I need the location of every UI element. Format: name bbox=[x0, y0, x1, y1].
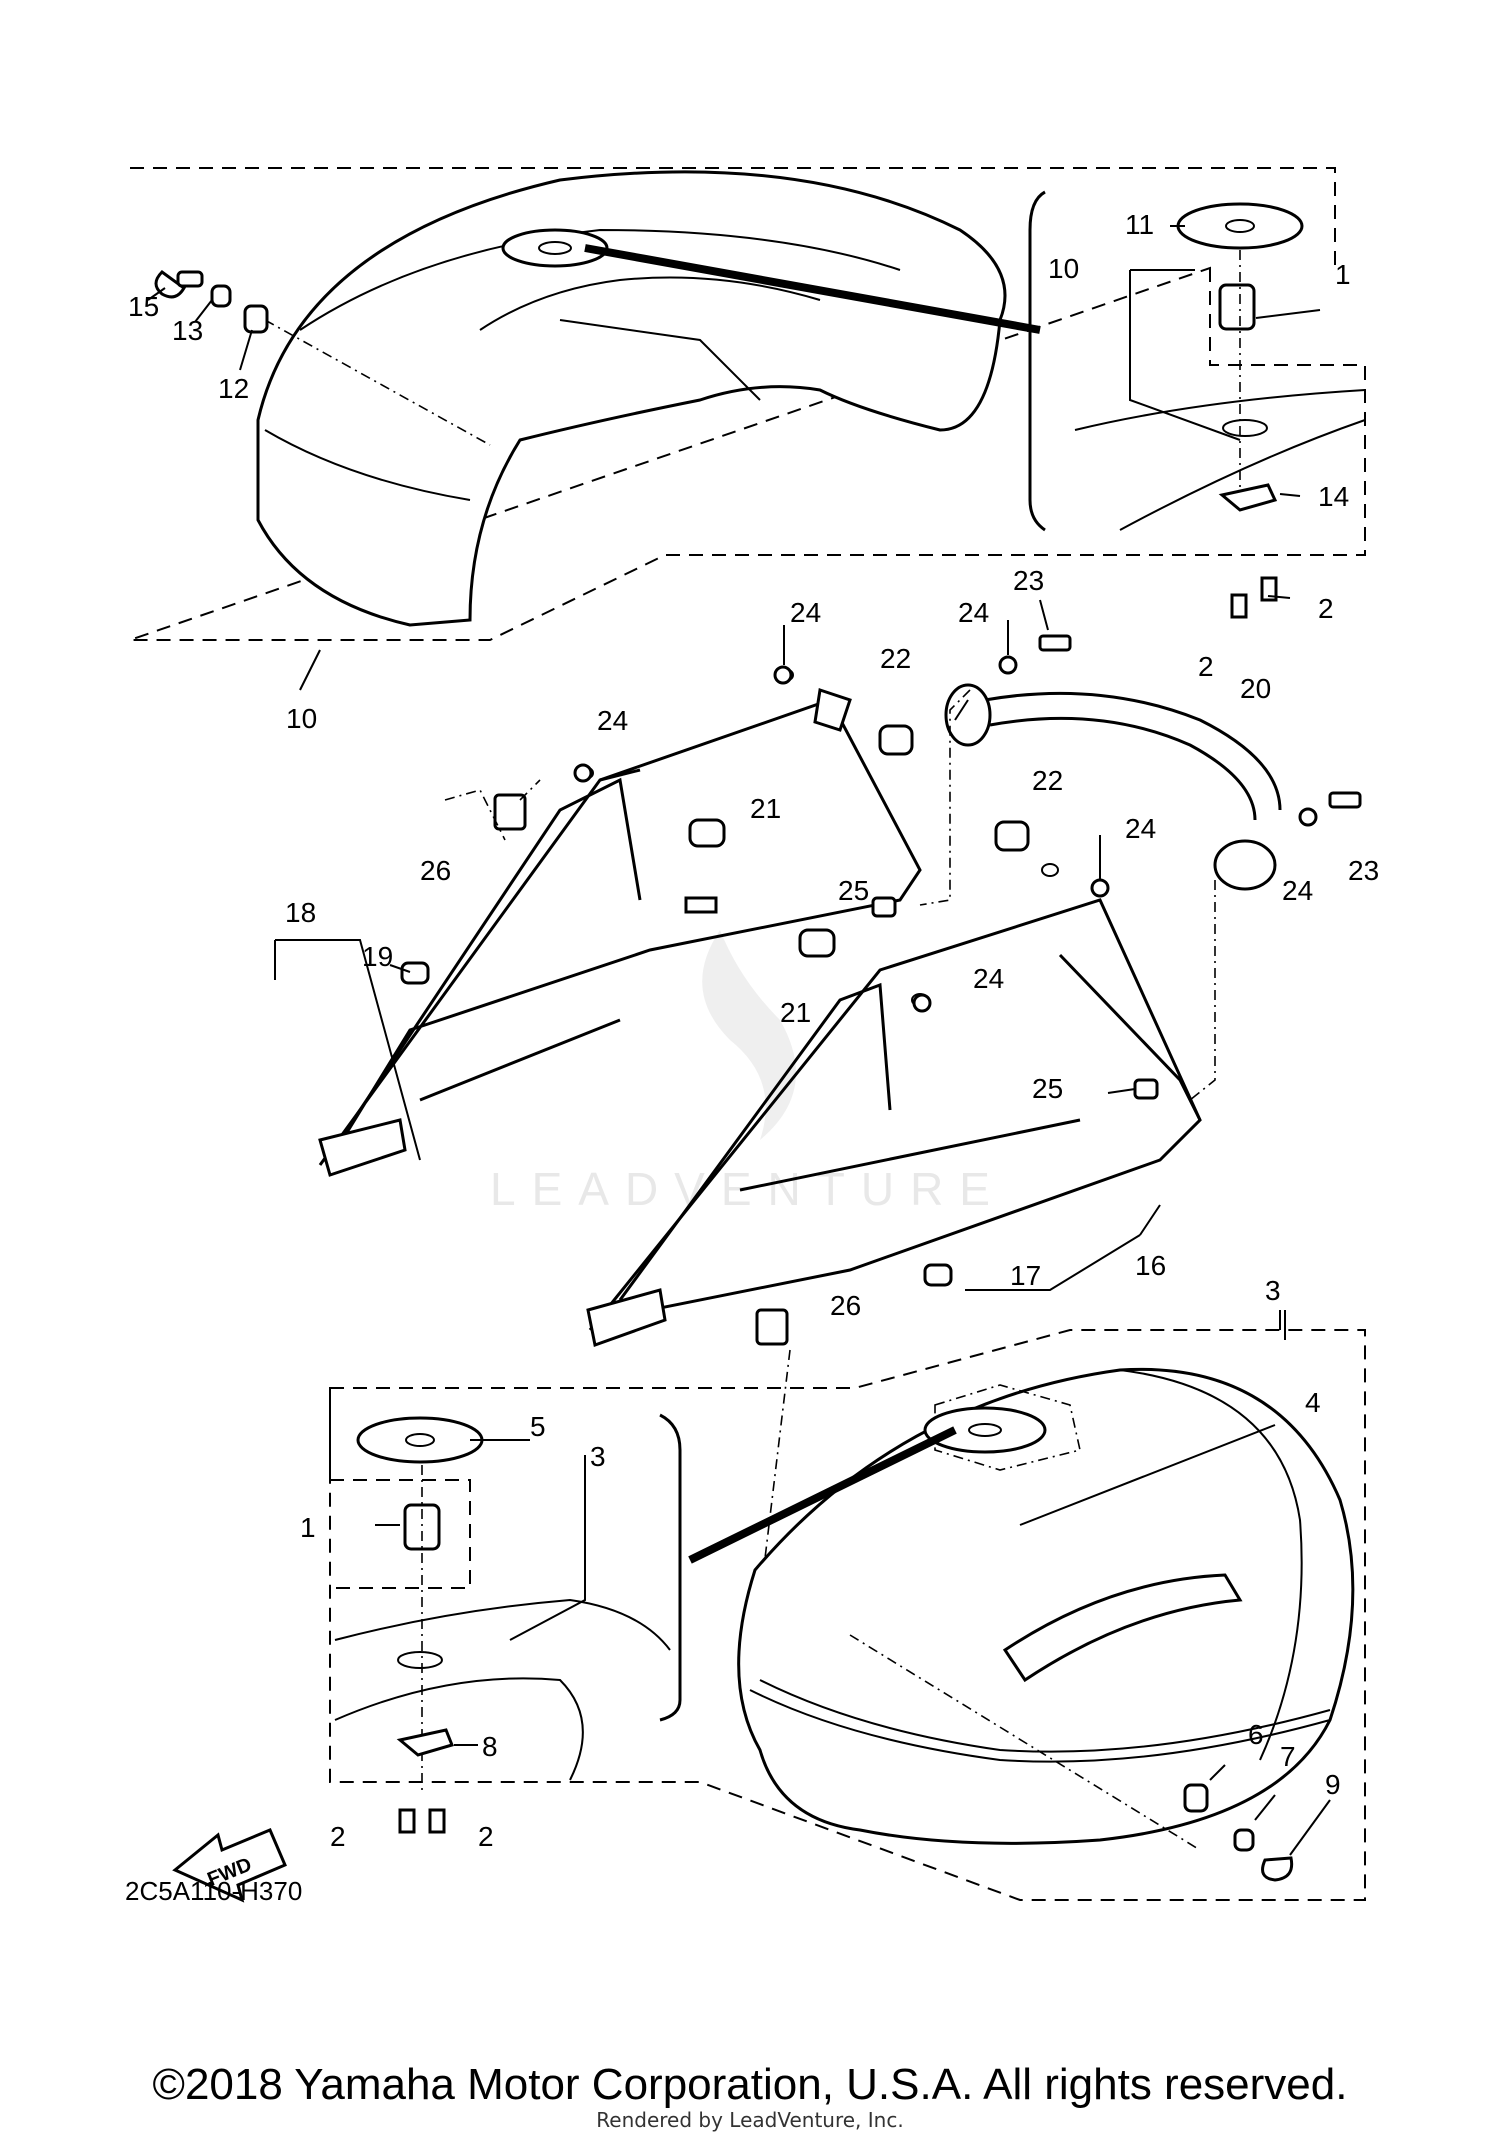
callout-2-b: 2 bbox=[1198, 651, 1214, 682]
lock-cylinder-1-lower bbox=[403, 1503, 441, 1551]
lock-cylinder-1 bbox=[1218, 283, 1256, 331]
callout-2-d: 2 bbox=[478, 1821, 494, 1852]
lock-cover-5 bbox=[356, 1416, 484, 1464]
callout-26-b: 26 bbox=[830, 1290, 861, 1321]
callout-24-b: 24 bbox=[958, 597, 989, 628]
callout-19: 19 bbox=[362, 941, 393, 972]
callout-2-a: 2 bbox=[1318, 593, 1334, 624]
callout-7: 7 bbox=[1280, 1741, 1296, 1772]
leadventure-watermark: LEADVENTURE bbox=[490, 930, 990, 1215]
callout-24-a: 24 bbox=[790, 597, 821, 628]
callout-23-a: 23 bbox=[1013, 565, 1044, 596]
callout-18: 18 bbox=[285, 897, 316, 928]
hardware-small bbox=[573, 599, 1362, 1013]
callout-16: 16 bbox=[1135, 1250, 1166, 1281]
diagram-code: 2C5A110-H370 bbox=[125, 1876, 302, 1906]
lower-lock-inset bbox=[334, 1413, 682, 1834]
callout-24-e: 24 bbox=[1282, 875, 1313, 906]
upper-saddlebag-group bbox=[129, 167, 1366, 691]
lock-cover-11 bbox=[1176, 202, 1304, 250]
callout-8: 8 bbox=[482, 1731, 498, 1762]
callout-20: 20 bbox=[1240, 673, 1271, 704]
callout-10-inset: 10 bbox=[1048, 253, 1079, 284]
left-saddlebag-shell bbox=[256, 170, 1007, 627]
callout-13: 13 bbox=[172, 315, 203, 346]
callout-6: 6 bbox=[1248, 1719, 1264, 1750]
lower-saddlebag-group bbox=[329, 1310, 1366, 1901]
callout-1-top: 1 bbox=[1335, 259, 1351, 290]
callout-1-bottom: 1 bbox=[300, 1512, 316, 1543]
callout-4: 4 bbox=[1305, 1387, 1321, 1418]
callout-24-f: 24 bbox=[973, 963, 1004, 994]
callout-3-inset: 3 bbox=[590, 1441, 606, 1472]
callout-23-b: 23 bbox=[1348, 855, 1379, 886]
callout-2-c: 2 bbox=[330, 1821, 346, 1852]
callout-25-a: 25 bbox=[838, 875, 869, 906]
left-stay-frame bbox=[318, 668, 922, 1177]
callout-22-b: 22 bbox=[1032, 765, 1063, 796]
bushing-22-lower bbox=[994, 820, 1030, 852]
callouts: 11 10 1 14 2 2 15 13 12 10 24 24 23 22 2… bbox=[128, 209, 1379, 1852]
callout-21-b: 21 bbox=[780, 997, 811, 1028]
callout-9: 9 bbox=[1325, 1769, 1341, 1800]
callout-15: 15 bbox=[128, 291, 159, 322]
callout-11: 11 bbox=[1125, 209, 1154, 240]
callout-17: 17 bbox=[1010, 1260, 1041, 1291]
bracket-14 bbox=[1218, 483, 1278, 512]
clips-26 bbox=[444, 779, 791, 1601]
callout-22-a: 22 bbox=[880, 643, 911, 674]
fwd-arrow-icon: FWD bbox=[172, 1828, 287, 1903]
callout-14: 14 bbox=[1318, 481, 1349, 512]
cap-19 bbox=[400, 961, 430, 985]
bushing-21-upper bbox=[688, 818, 726, 848]
upper-lock-inset bbox=[1028, 190, 1366, 619]
callout-24-d: 24 bbox=[1125, 813, 1156, 844]
grab-handle bbox=[1002, 1573, 1243, 1683]
bushing-22-upper bbox=[878, 724, 914, 756]
callout-26-a: 26 bbox=[420, 855, 451, 886]
nut-25-upper bbox=[871, 896, 897, 918]
callout-25-b: 25 bbox=[1032, 1073, 1063, 1104]
callout-21-a: 21 bbox=[750, 793, 781, 824]
nut-25-lower bbox=[1133, 1078, 1159, 1100]
callout-10-main: 10 bbox=[286, 703, 317, 734]
frame-leaders bbox=[274, 939, 1161, 1291]
callout-3-main: 3 bbox=[1265, 1275, 1281, 1306]
callout-24-c: 24 bbox=[597, 705, 628, 736]
callout-12: 12 bbox=[218, 373, 249, 404]
right-stay-frame bbox=[586, 820, 1202, 1347]
copyright-notice: ©2018 Yamaha Motor Corporation, U.S.A. A… bbox=[152, 2060, 1348, 2109]
right-saddlebag-shell bbox=[737, 1367, 1355, 1845]
callout-5: 5 bbox=[530, 1411, 546, 1442]
cap-17 bbox=[923, 1263, 953, 1287]
bushing-21-lower bbox=[798, 928, 836, 958]
guard-bar-20 bbox=[919, 683, 1282, 1101]
bracket-8 bbox=[396, 1728, 455, 1757]
rendered-by-notice: Rendered by LeadVenture, Inc. bbox=[596, 2108, 904, 2132]
